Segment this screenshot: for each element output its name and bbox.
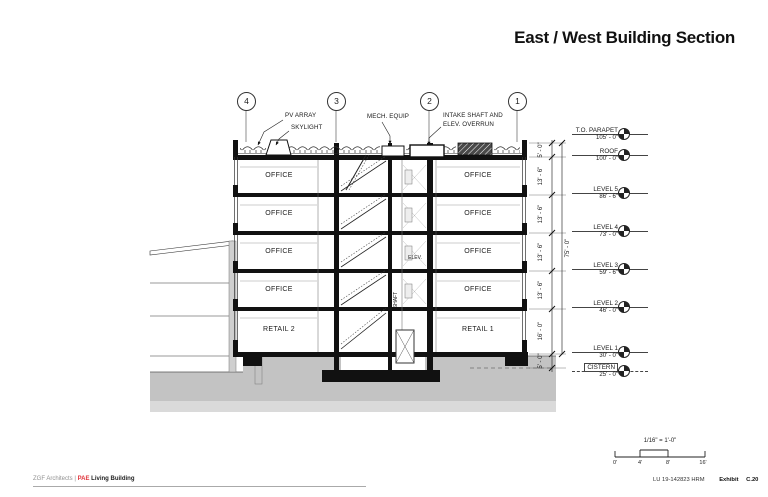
level-marker-4: LEVEL 4 73' - 0" [572,220,648,242]
level-name: LEVEL 1 [593,345,618,352]
room-label-office: OFFICE [464,172,492,179]
level-name: CISTERN [584,363,618,372]
dim-l1-cistern: 5' - 0" [538,353,544,369]
footer-branding: ZGF Architects | PAE Living Building [33,476,135,482]
scale-tick-4: 4' [637,460,643,466]
grid-bubble-1: 1 [508,92,527,111]
level-name: LEVEL 4 [593,224,618,231]
skylight-label: SKYLIGHT [291,124,323,131]
mech-equip-label: MECH. EQUIP [367,113,410,120]
grid-bubble-4: 4 [237,92,256,111]
intake-shaft-label-line2: ELEV. OVERRUN [443,121,494,128]
level-elevation: 86' - 6" [599,194,618,200]
footings [243,352,528,382]
intake-shaft-shape [457,142,493,156]
level-elevation: 105' - 0" [596,135,618,141]
intake-shaft-label-line1: INTAKE SHAFT AND [443,112,503,119]
ground-soil [150,355,556,412]
exhibit-number: C.20 [746,477,759,483]
interior-partitions [240,160,520,352]
level-elevation: 100' - 0" [596,156,618,162]
scale-tick-0: 0' [612,460,618,466]
room-label-office: OFFICE [265,286,293,293]
level-datum-icon [618,346,630,358]
grid-bubble-2: 2 [420,92,439,111]
dim-l3-l2: 13' - 6" [538,280,544,300]
annotation-leaders [257,119,442,146]
dim-l4-l3: 13' - 6" [538,242,544,262]
level-datum-icon [618,128,630,140]
grid-bubble-3: 3 [327,92,346,111]
exterior-walls [233,157,527,352]
scale-tick-8: 8' [665,460,671,466]
level-marker-2: LEVEL 2 46' - 0" [572,296,648,318]
elevator-shaft [395,160,427,364]
level-marker-1: LEVEL 1 30' - 0" [572,341,648,363]
level-marker-cistern: CISTERN 25' - 0" [572,360,648,382]
scale-tick-16: 16' [699,460,707,466]
level-datum-icon [618,263,630,275]
dim-roof-l5: 13' - 6" [538,166,544,186]
dim-l2-l1: 16' - 0" [538,321,544,341]
level-elevation: 30' - 0" [599,353,618,359]
level-name: ROOF [599,148,618,155]
level-datum-icon [618,187,630,199]
sheet-title: East / West Building Section [514,28,735,47]
level-elevation: 46' - 0" [599,308,618,314]
level-marker-roof: ROOF 100' - 0" [572,144,648,166]
exhibit-label: Exhibit [719,477,739,483]
dim-l5-l4: 13' - 6" [538,204,544,224]
footer-divider: | [74,476,76,482]
room-label-office: OFFICE [265,172,293,179]
level-marker-5: LEVEL 5 86' - 6" [572,182,648,204]
level-elevation: 25' - 0" [599,372,618,378]
floor-slabs [233,140,527,357]
level-name: LEVEL 5 [593,186,618,193]
grid-lines [245,110,518,142]
room-label-office: OFFICE [265,248,293,255]
scale-label: 1/16" = 1'-0" [643,438,677,444]
dim-overall: 75' - 0" [565,238,571,258]
elevator-label: ELEV. [408,255,422,261]
pv-array-label: PV ARRAY [285,112,317,119]
level-marker-3: LEVEL 3 59' - 6" [572,258,648,280]
level-datum-icon [618,365,630,377]
room-label-office: OFFICE [265,210,293,217]
level-elevation: 59' - 6" [599,270,618,276]
case-number: LU 19-142823 HRM [653,477,705,483]
elev-overrun-shape [409,144,445,158]
room-label-office: OFFICE [464,210,492,217]
level-datum-icon [618,225,630,237]
level-name: T.O. PARAPET [575,127,618,134]
footer-rule [33,486,366,487]
room-label-retail-2: RETAIL 2 [263,326,295,333]
skylight-shape [265,139,292,156]
roof-equipment [238,139,522,158]
room-label-office: OFFICE [464,248,492,255]
scale-bar [614,449,706,458]
stair-flights [340,154,387,350]
dimension-lines [470,139,566,372]
project-name: Living Building [91,476,135,482]
level-marker-parapet: T.O. PARAPET 105' - 0" [572,123,648,145]
level-datum-icon [618,301,630,313]
mech-equip-shape [381,145,405,157]
shaft-label: SHAFT [393,291,399,309]
level-name: LEVEL 3 [593,262,618,269]
level-datum-icon [618,149,630,161]
room-label-retail-1: RETAIL 1 [462,326,494,333]
footer-case-info: LU 19-142823 HRM Exhibit C.20 [653,477,758,483]
level-name: LEVEL 2 [593,300,618,307]
room-label-office: OFFICE [464,286,492,293]
core-walls [334,143,433,370]
level-elevation: 73' - 0" [599,232,618,238]
brand-name: PAE [77,476,90,482]
firm-name: ZGF Architects [33,476,73,482]
